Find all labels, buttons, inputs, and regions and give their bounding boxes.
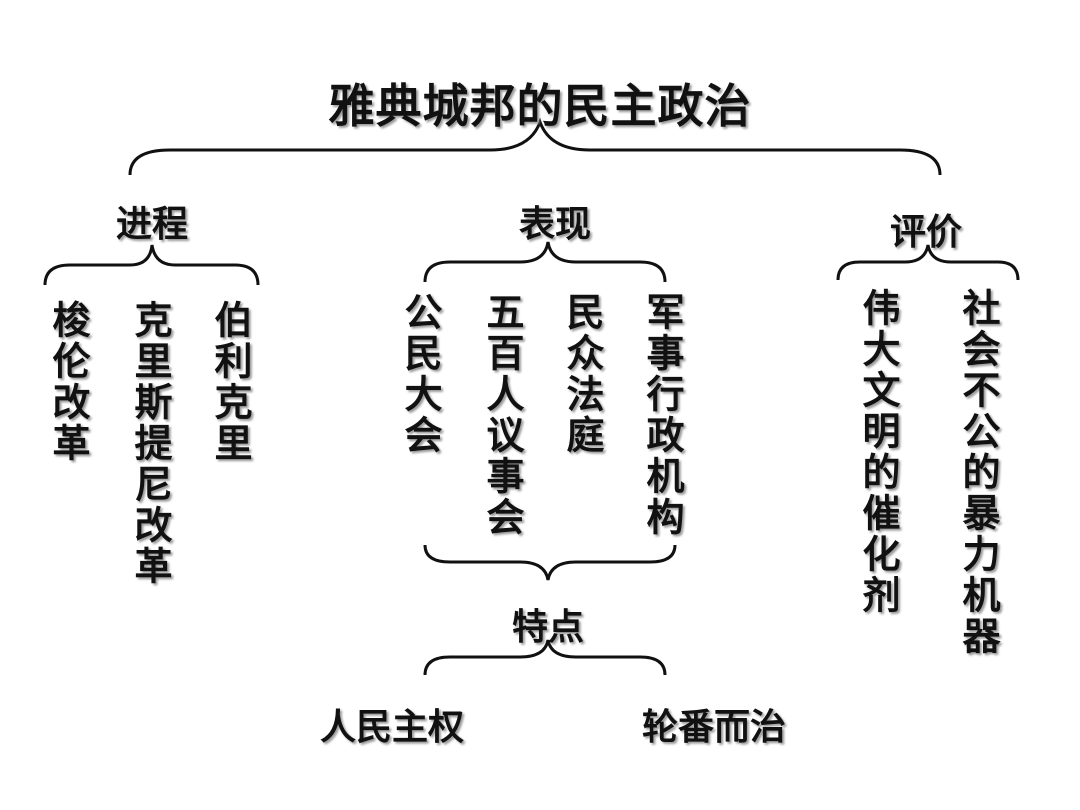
- process-label: 进程: [115, 204, 189, 245]
- manifestation-label: 表现: [518, 204, 592, 245]
- feature-item: 人民主权: [319, 707, 465, 748]
- evaluation-item: 社会不公的暴力机器: [956, 288, 1000, 657]
- manifestation-item: 五百人议事会: [480, 292, 524, 538]
- manifestation-item: 军事行政机构: [640, 292, 684, 538]
- process-item: 克里斯提尼改革: [128, 300, 172, 587]
- evaluation-brace: [836, 244, 1020, 281]
- feature-item: 轮番而治: [641, 707, 787, 748]
- features-bottom-brace: [423, 639, 667, 676]
- diagram-title: 雅典城邦的民主政治: [328, 79, 752, 133]
- manifestation-item: 公民大会: [398, 292, 442, 456]
- features-label: 特点: [511, 607, 585, 648]
- process-brace: [43, 244, 260, 286]
- features-top-brace: [423, 544, 677, 581]
- evaluation-label: 评价: [889, 212, 963, 253]
- process-item: 伯利克里: [208, 300, 252, 464]
- process-item: 梭伦改革: [46, 300, 90, 464]
- top-brace: [128, 117, 942, 176]
- evaluation-item: 伟大文明的催化剂: [856, 288, 900, 616]
- manifestation-brace: [423, 241, 667, 283]
- manifestation-item: 民众法庭: [560, 292, 604, 456]
